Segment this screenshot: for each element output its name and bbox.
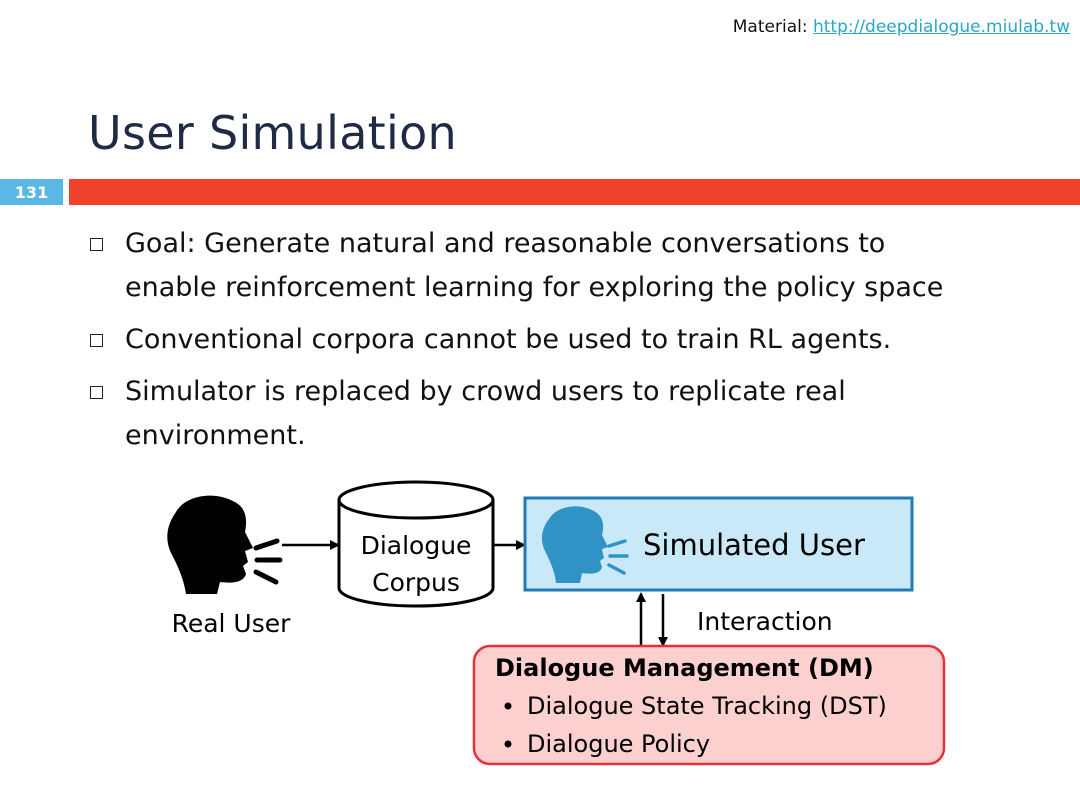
dm-title: Dialogue Management (DM): [495, 654, 874, 682]
interaction-label: Interaction: [697, 607, 833, 636]
bullet-item: Simulator is replaced by crowd users to …: [90, 370, 1065, 458]
bullet-text-line: Simulator is replaced by crowd users to …: [125, 376, 846, 407]
dm-bullet-dot: [504, 740, 512, 748]
dm-item-dst: Dialogue State Tracking (DST): [527, 692, 887, 720]
bullet-item: Conventional corpora cannot be used to t…: [90, 318, 1065, 362]
corpus-label-line2: Corpus: [372, 568, 460, 597]
title-bar: [69, 179, 1080, 205]
square-bullet-icon: [90, 386, 103, 399]
square-bullet-icon: [90, 238, 103, 251]
dm-bullet-dot: [504, 702, 512, 710]
bullet-text-line: enable reinforcement learning for explor…: [125, 272, 944, 303]
simulated-head-icon: [541, 506, 629, 583]
slide-title: User Simulation: [88, 106, 457, 160]
bullet-item: Goal: Generate natural and reasonable co…: [90, 222, 1065, 310]
bullet-text-line: Goal: Generate natural and reasonable co…: [125, 228, 886, 259]
corpus-label-line1: Dialogue: [361, 531, 472, 560]
simulated-user-label: Simulated User: [643, 528, 865, 562]
speaking-head-icon: [167, 495, 283, 594]
material-label: Material:: [732, 17, 808, 37]
dialogue-corpus-database: [337, 480, 495, 608]
dm-item-policy: Dialogue Policy: [527, 730, 710, 758]
material-link[interactable]: http://deepdialogue.miulab.tw: [812, 17, 1070, 37]
bullet-text-line: Conventional corpora cannot be used to t…: [125, 324, 892, 355]
material-credit: Material: http://deepdialogue.miulab.tw: [733, 17, 1070, 37]
bullet-text-line: environment.: [125, 420, 306, 451]
dialogue-management-box: [472, 644, 946, 766]
slide-number: 131: [0, 179, 63, 205]
real-user-label: Real User: [172, 609, 292, 638]
square-bullet-icon: [90, 334, 103, 347]
bullet-list: Goal: Generate natural and reasonable co…: [90, 222, 1065, 466]
